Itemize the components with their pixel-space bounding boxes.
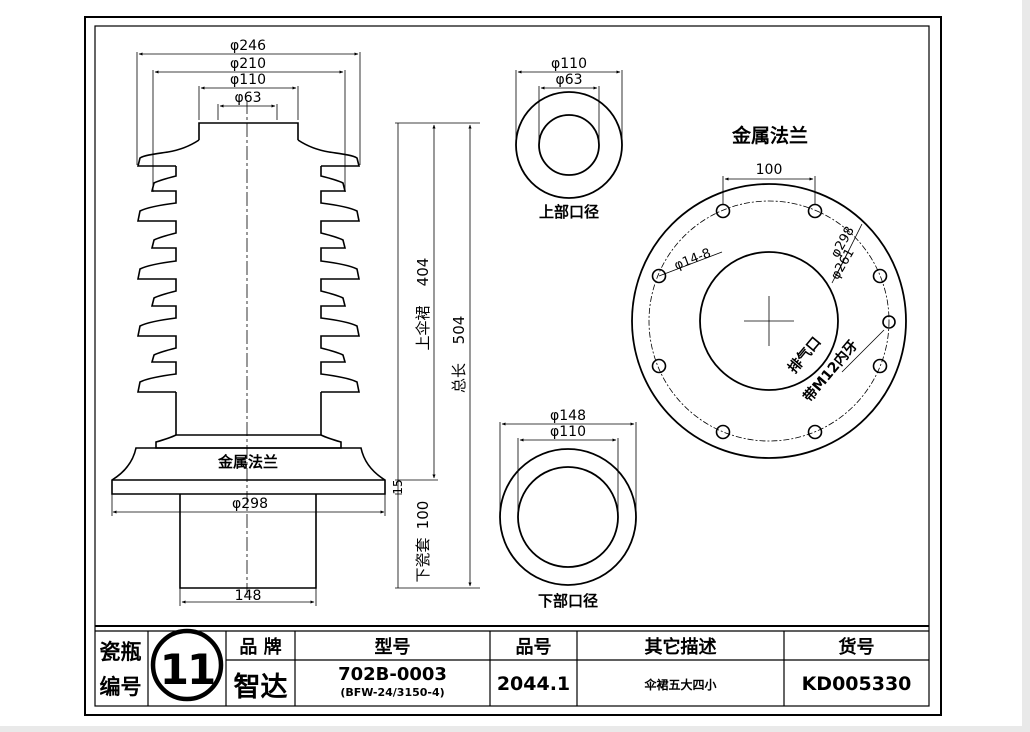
inner-border <box>94 25 930 707</box>
lower-port-d148: φ148 <box>550 408 586 424</box>
lower-port-label: 下部口径 <box>538 592 598 610</box>
total-label: 总长 <box>450 363 468 393</box>
flange-spacing: 100 <box>756 162 783 178</box>
lower-label: 下瓷套 <box>414 537 432 582</box>
upper-port-view <box>515 70 623 199</box>
dim-d110: φ110 <box>230 72 266 88</box>
dim-148: 148 <box>235 588 262 604</box>
flange-holes: φ14-8 <box>672 246 713 274</box>
total-value: 504 <box>450 316 468 345</box>
model-sub: (BFW-24/3150-4) <box>340 685 445 699</box>
flange-title: 金属法兰 <box>731 124 808 147</box>
dim-15: 15 <box>391 479 405 494</box>
left-top-dimensions <box>111 52 480 606</box>
upper-skirt-label: 上伞裙 <box>414 305 432 350</box>
brand-header: 品 牌 <box>239 636 282 658</box>
item-header: 货号 <box>838 636 875 658</box>
upper-port-label: 上部口径 <box>539 203 599 221</box>
insulator-side-view <box>111 122 386 589</box>
upper-skirt-value: 404 <box>414 258 432 287</box>
lower-port-d110: φ110 <box>550 424 586 440</box>
porcelain-label-2: 编号 <box>99 675 142 699</box>
flange-label-left: 金属法兰 <box>217 453 278 471</box>
porcelain-number: 11 <box>159 644 216 694</box>
model-header: 型号 <box>374 636 411 658</box>
dim-d63: φ63 <box>234 90 261 106</box>
title-block: 瓷瓶 编号 11 品 牌 智达 型号 702B-0003 (BFW-24/315… <box>93 628 929 706</box>
desc-header: 其它描述 <box>644 636 717 658</box>
product-value: 2044.1 <box>496 673 571 695</box>
porcelain-label-1: 瓷瓶 <box>99 640 142 664</box>
lower-value: 100 <box>414 501 432 530</box>
model-value: 702B-0003 <box>338 663 447 685</box>
title-block-grid <box>95 625 929 706</box>
upper-port-d110: φ110 <box>551 56 587 72</box>
flange-top-view <box>631 176 907 459</box>
item-value: KD005330 <box>801 673 912 695</box>
frame-right-edge <box>1022 0 1030 732</box>
left-dimension-texts: φ246 φ210 φ110 φ63 φ298 148 金属法兰 15 404 … <box>217 38 468 604</box>
dim-d246: φ246 <box>230 38 266 54</box>
dim-d298: φ298 <box>232 496 268 512</box>
brand-value: 智达 <box>233 671 288 703</box>
frame-bottom-edge <box>0 726 1030 732</box>
outer-border <box>84 16 942 716</box>
dim-d210: φ210 <box>230 56 266 72</box>
lower-port-view <box>499 422 637 586</box>
upper-port-d63: φ63 <box>555 72 582 88</box>
product-header: 品号 <box>515 636 552 658</box>
desc-value: 伞裙五大四小 <box>644 677 717 692</box>
